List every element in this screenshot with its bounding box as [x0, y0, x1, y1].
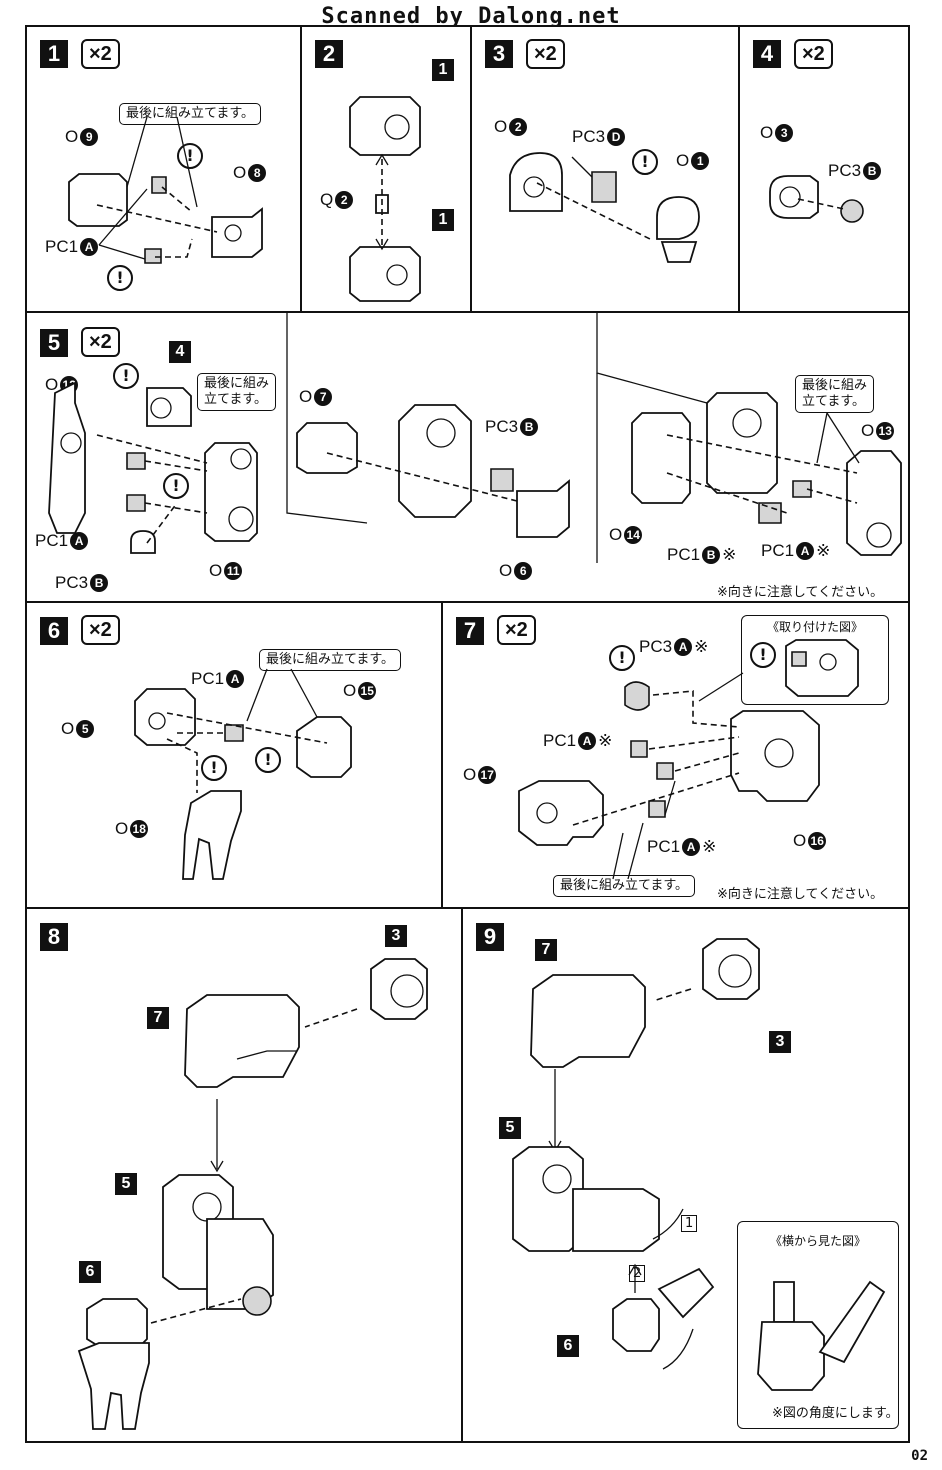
- step-8-illustration: [77, 958, 428, 1430]
- part-ref-6: 6: [557, 1335, 579, 1357]
- sequence-1: 1: [681, 1215, 698, 1232]
- warning-icon: !: [609, 645, 635, 671]
- step-4-illustration: [769, 175, 864, 223]
- step-multiplier: ×2: [81, 615, 120, 645]
- step-9-illustration: [512, 938, 760, 1370]
- warning-icon: !: [201, 755, 227, 781]
- part-ref-7: 7: [535, 939, 557, 961]
- assemble-last-note: 最後に組み立てます。: [795, 375, 875, 413]
- step-8-panel: 8 3 7 5 6: [25, 907, 463, 1443]
- step-number: 2: [315, 40, 343, 68]
- step-number: 5: [40, 329, 68, 357]
- step-multiplier: ×2: [497, 615, 536, 645]
- step-6-illustration: [134, 668, 352, 880]
- part-ref-3: 3: [385, 925, 407, 947]
- warning-icon: !: [255, 747, 281, 773]
- step-number: 7: [456, 617, 484, 645]
- step-number: 1: [40, 40, 68, 68]
- scan-watermark: Scanned by Dalong.net: [0, 4, 942, 31]
- step-9-panel: 9 7 3 5 6 1 2 《横から見た図》 ※図の角度にします。: [461, 907, 910, 1443]
- step-5-illustration: [48, 313, 902, 563]
- step-number: 6: [40, 617, 68, 645]
- step-number: 4: [753, 40, 781, 68]
- part-ref-3: 3: [769, 1031, 791, 1053]
- warning-icon: !: [632, 149, 658, 175]
- side-view-illustration: [757, 1280, 886, 1391]
- step-multiplier: ×2: [81, 327, 120, 357]
- step-number: 9: [476, 923, 504, 951]
- scan-watermark-text: Scanned by Dalong.net: [317, 4, 625, 31]
- part-ref-5: 5: [499, 1117, 521, 1139]
- part-ref-6: 6: [79, 1261, 101, 1283]
- direction-note: ※向きに注意してください。: [717, 887, 884, 902]
- assemble-last-note: 最後に組み立てます。: [259, 649, 402, 671]
- step-2-illustration: [349, 96, 421, 302]
- attached-view-caption: 《取り付けた図》: [766, 620, 863, 634]
- assemble-last-note: 最後に組み立てます。: [119, 103, 262, 125]
- part-ref-1: 1: [432, 59, 454, 81]
- part-ref-7: 7: [147, 1007, 169, 1029]
- assemble-last-note: 最後に組み立てます。: [553, 875, 696, 897]
- side-view-inset: 《横から見た図》 ※図の角度にします。: [737, 1221, 899, 1429]
- assemble-last-note: 最後に組み立てます。: [197, 373, 277, 411]
- warning-icon: !: [177, 143, 203, 169]
- step-multiplier: ×2: [794, 39, 833, 69]
- attached-view-inset: 《取り付けた図》 !: [741, 615, 889, 705]
- step-7-illustration: [518, 672, 820, 880]
- warning-icon: !: [107, 265, 133, 291]
- step-3-illustration: [509, 152, 700, 263]
- step-number: 8: [40, 923, 68, 951]
- step-1-illustration: [68, 116, 263, 264]
- step-number: 3: [485, 40, 513, 68]
- part-ref-1: 1: [432, 209, 454, 231]
- warning-icon: !: [750, 642, 776, 668]
- side-view-caption: 《横から見た図》: [769, 1234, 866, 1248]
- warning-icon: !: [163, 473, 189, 499]
- step-multiplier: ×2: [526, 39, 565, 69]
- angle-note: ※図の角度にします。: [772, 1406, 899, 1421]
- page-number: 02: [911, 1448, 928, 1464]
- step-multiplier: ×2: [81, 39, 120, 69]
- direction-note: ※向きに注意してください。: [717, 585, 884, 600]
- warning-icon: !: [113, 363, 139, 389]
- attached-view-illustration: [785, 639, 859, 697]
- part-ref-5: 5: [115, 1173, 137, 1195]
- part-ref-4: 4: [169, 341, 191, 363]
